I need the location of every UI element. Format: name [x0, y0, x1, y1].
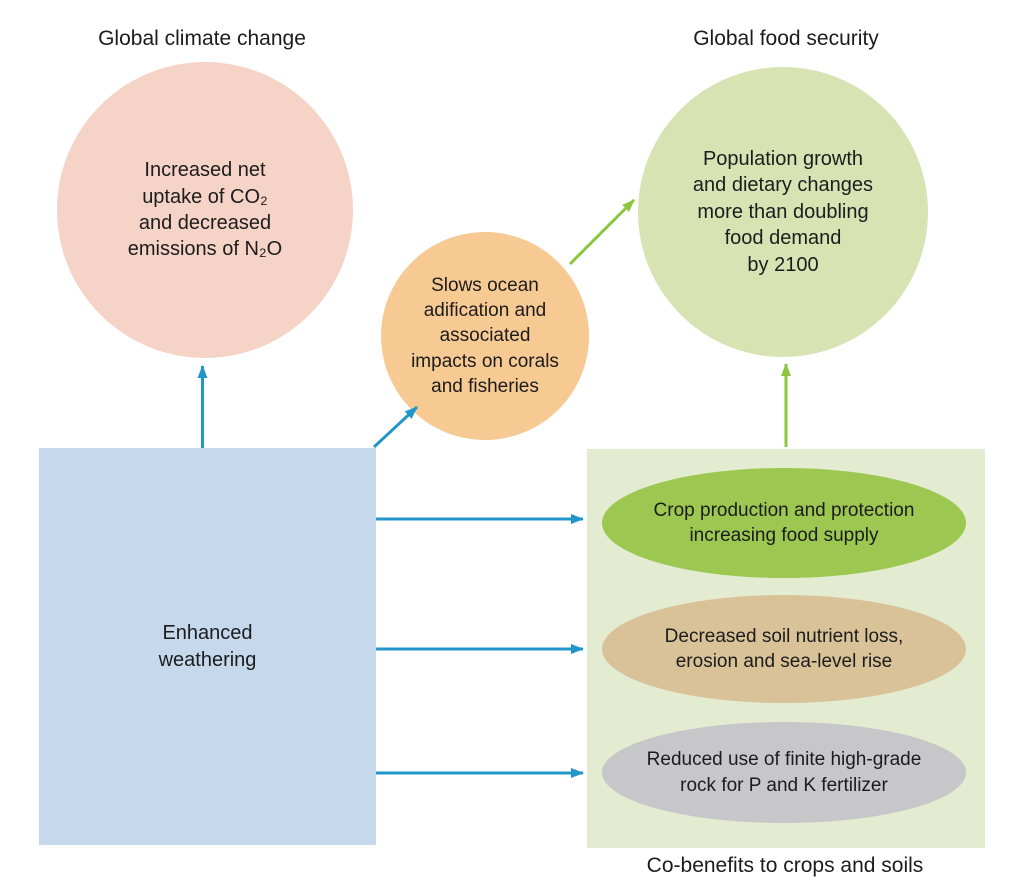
- crop-production-ellipse-text: Crop production and protection increasin…: [653, 499, 915, 546]
- rock-fertilizer-ellipse: Reduced use of finite high-grade rock fo…: [602, 722, 966, 823]
- enhanced-weathering-box-text: Enhanced weathering: [158, 622, 257, 671]
- global-climate-change-title: Global climate change: [98, 27, 306, 50]
- ocean-to-food-arrow: [568, 198, 636, 266]
- global-food-security-title: Global food security: [693, 27, 879, 50]
- cobenefits-caption: Co-benefits to crops and soils: [646, 854, 924, 877]
- rock-fertilizer-ellipse-text: Reduced use of finite high-grade rock fo…: [646, 749, 922, 796]
- enhanced-weathering-box: Enhanced weathering: [39, 448, 376, 845]
- ocean-acidification-circle-text: Slows ocean adification and associated i…: [411, 275, 559, 397]
- ocean-acidification-circle: Slows ocean adification and associated i…: [381, 232, 589, 440]
- climate-change-circle-text: Increased net uptake of CO₂ and decrease…: [127, 159, 283, 261]
- food-security-circle-text: Population growth and dietary changes mo…: [692, 148, 874, 276]
- food-security-circle: Population growth and dietary changes mo…: [638, 67, 928, 357]
- climate-change-circle: Increased net uptake of CO₂ and decrease…: [57, 62, 353, 358]
- soil-nutrient-ellipse: Decreased soil nutrient loss, erosion an…: [602, 595, 966, 703]
- soil-nutrient-ellipse-text: Decreased soil nutrient loss, erosion an…: [664, 625, 904, 672]
- crop-production-ellipse: Crop production and protection increasin…: [602, 468, 966, 578]
- weathering-to-ocean-arrow: [372, 405, 419, 449]
